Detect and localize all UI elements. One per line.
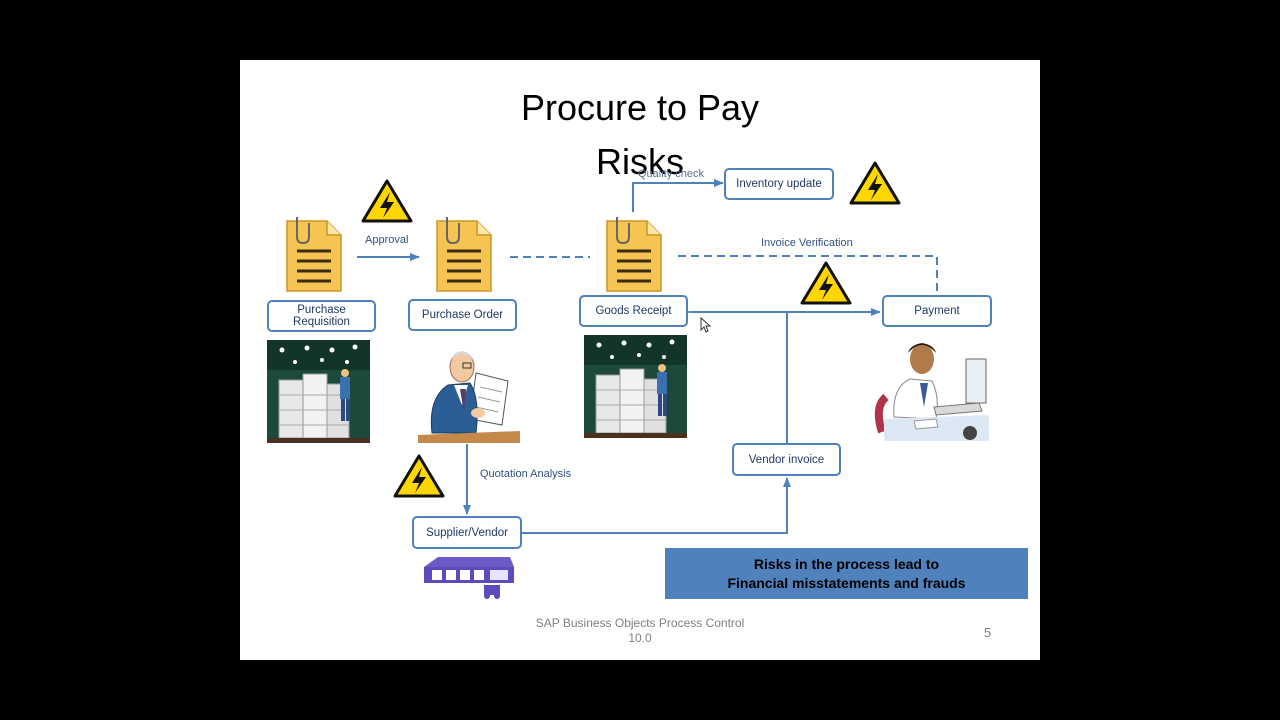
supplier-building-icon xyxy=(424,557,514,599)
purchase-requisition-node: Purchase Requisition xyxy=(267,300,376,332)
slide: Procure to Pay Risks Approval Quality ch… xyxy=(240,60,1040,660)
payment-node: Payment xyxy=(882,295,992,327)
office-worker-icon xyxy=(874,343,989,441)
purchase-order-node: Purchase Order xyxy=(408,299,517,331)
warning-icon xyxy=(393,454,445,498)
supplier-to-invoice-arrow xyxy=(521,477,791,534)
warehouse-icon xyxy=(584,335,687,438)
footer-line2: 10.0 xyxy=(628,631,652,645)
warehouse-icon xyxy=(267,340,370,443)
document-icon xyxy=(286,217,342,292)
risk-callout-line1: Risks in the process lead to xyxy=(753,555,940,572)
vendor-invoice-node: Vendor invoice xyxy=(732,443,841,476)
invoice-verification-label: Invoice Verification xyxy=(761,237,853,249)
risk-callout-line2: Financial misstatements and frauds xyxy=(727,574,966,591)
page-number: 5 xyxy=(984,625,992,640)
warning-icon xyxy=(361,179,413,223)
quality-check-arrow xyxy=(632,179,724,212)
inventory-update-node: Inventory update xyxy=(724,168,834,200)
slide-footer: SAP Business Objects Process Control 10.… xyxy=(500,616,780,646)
businessman-icon xyxy=(418,351,520,443)
slide-title-line1: Procure to Pay xyxy=(520,87,760,128)
quality-check-label: Quality check xyxy=(638,168,705,180)
document-icon xyxy=(606,217,662,292)
mouse-cursor-icon xyxy=(700,317,712,333)
document-icon xyxy=(436,217,492,292)
goods-receipt-node: Goods Receipt xyxy=(579,295,688,327)
warning-icon xyxy=(800,261,852,305)
footer-line1: SAP Business Objects Process Control xyxy=(535,616,745,630)
warning-icon xyxy=(849,161,901,205)
supplier-vendor-node: Supplier/Vendor xyxy=(412,516,522,549)
quotation-analysis-label: Quotation Analysis xyxy=(480,468,572,480)
flow-connectors xyxy=(357,179,938,534)
risk-callout: Risks in the process lead to Financial m… xyxy=(665,548,1028,599)
approval-label: Approval xyxy=(365,234,409,246)
slide-title-line2: Risks xyxy=(596,141,684,182)
